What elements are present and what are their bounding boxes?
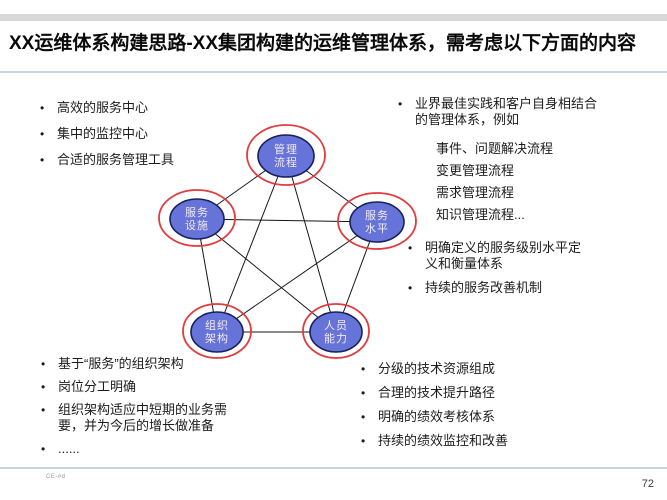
bullet-item: • 合适的服务管理工具 [40, 152, 174, 168]
bullet-marker: • [398, 97, 403, 111]
node-label-line: 人员 [324, 319, 348, 332]
node-label-line: 能力 [324, 331, 348, 345]
node-staff-capability: 人员 能力 [302, 303, 370, 359]
bullet-text: 组织架构适应中短期的业务需要，并为今后的增长做准备 [58, 402, 228, 433]
bullet-marker: • [408, 281, 413, 295]
bullet-item: • 明确定义的服务级别水平定义和衡量体系 [408, 240, 587, 272]
bullet-marker: • [40, 127, 45, 141]
bullet-text: 合适的服务管理工具 [57, 152, 175, 167]
footer-doc-code: CE-#d [46, 474, 66, 480]
slide-title: XX运维体系构建思路-XX集团构建的运维管理体系，需考虑以下方面的内容 [9, 33, 637, 54]
node-label-line: 流程 [274, 155, 298, 169]
bullet-text: 明确的绩效考核体系 [378, 409, 496, 424]
bullet-marker: • [40, 101, 45, 115]
bullet-item: • 高效的服务中心 [40, 100, 174, 116]
bullet-item: • 持续的服务改善机制 [408, 280, 587, 296]
node-org-structure: 组织 架构 [182, 303, 252, 359]
bullet-item: • ...... [41, 441, 232, 457]
bullet-marker: • [361, 410, 366, 424]
bullet-text: 合理的技术提升路径 [378, 385, 496, 400]
bullet-marker: • [41, 403, 46, 417]
bullet-text: 业界最佳实践和客户自身相结合的管理体系，例如 [415, 96, 598, 127]
top-band [0, 14, 667, 21]
bullet-item: • 岗位分工明确 [41, 379, 232, 395]
bullet-item: • 组织架构适应中短期的业务需要，并为今后的增长做准备 [41, 402, 232, 434]
bullet-marker: • [361, 434, 366, 448]
bullet-text: 集中的监控中心 [57, 126, 149, 141]
bullet-marker: • [408, 241, 413, 255]
bullet-text: 分级的技术资源组成 [378, 361, 496, 376]
bullet-text: 持续的绩效监控和改善 [378, 433, 509, 448]
list-top-right-lead: • 业界最佳实践和客户自身相结合的管理体系，例如 事件、问题解决流程 变更管理流… [398, 96, 610, 226]
node-service-facilities: 服务 设施 [158, 189, 236, 247]
bullet-item: • 持续的绩效监控和改善 [361, 433, 508, 449]
bullet-marker: • [41, 442, 46, 456]
list-bottom-left: • 基于“服务”的组织架构 • 岗位分工明确 • 组织架构适应中短期的业务需要，… [41, 356, 232, 464]
bullet-text: 岗位分工明确 [58, 379, 137, 394]
page-number: 72 [641, 478, 654, 490]
bullet-item: • 分级的技术资源组成 [361, 361, 508, 377]
example-line: 知识管理流程... [436, 207, 525, 222]
bullet-text: 高效的服务中心 [57, 100, 149, 115]
bullet-item: • 明确的绩效考核体系 [361, 409, 508, 425]
list-top-right-items: • 明确定义的服务级别水平定义和衡量体系 • 持续的服务改善机制 [408, 240, 587, 304]
bullet-marker: • [41, 357, 46, 371]
bullet-item: • 合理的技术提升路径 [361, 385, 508, 401]
node-management-process: 管理 流程 [246, 124, 326, 186]
bullet-item: • 业界最佳实践和客户自身相结合的管理体系，例如 [398, 96, 610, 128]
bullet-marker: • [361, 362, 366, 376]
node-label-line: 管理 [274, 142, 298, 156]
bullet-item: • 基于“服务”的组织架构 [41, 356, 232, 372]
example-line: 需求管理流程 [436, 185, 515, 200]
node-label-line: 服务 [365, 209, 389, 222]
bullet-item: • 集中的监控中心 [40, 126, 174, 142]
bullet-text: ...... [58, 441, 80, 456]
bullet-marker: • [361, 386, 366, 400]
list-top-left: • 高效的服务中心 • 集中的监控中心 • 合适的服务管理工具 [40, 100, 174, 178]
example-line: 变更管理流程 [436, 163, 515, 178]
example-line: 事件、问题解决流程 [436, 141, 554, 156]
node-label-line: 组织 [205, 318, 229, 332]
node-label-line: 架构 [205, 331, 229, 345]
node-label-line: 服务 [185, 206, 209, 219]
title-divider [0, 71, 667, 73]
process-examples: 事件、问题解决流程 变更管理流程 需求管理流程 知识管理流程... [436, 138, 610, 226]
bullet-text: 明确定义的服务级别水平定义和衡量体系 [425, 240, 582, 271]
bullet-text: 基于“服务”的组织架构 [58, 356, 184, 371]
bullet-marker: • [41, 380, 46, 394]
bullet-text: 持续的服务改善机制 [425, 280, 543, 295]
footer-divider [0, 467, 667, 469]
node-label-line: 水平 [365, 222, 389, 235]
list-bottom-right: • 分级的技术资源组成 • 合理的技术提升路径 • 明确的绩效考核体系 • 持续… [361, 361, 508, 457]
node-label-line: 设施 [185, 219, 209, 232]
node-service-level: 服务 水平 [337, 192, 417, 250]
bullet-marker: • [40, 153, 45, 167]
